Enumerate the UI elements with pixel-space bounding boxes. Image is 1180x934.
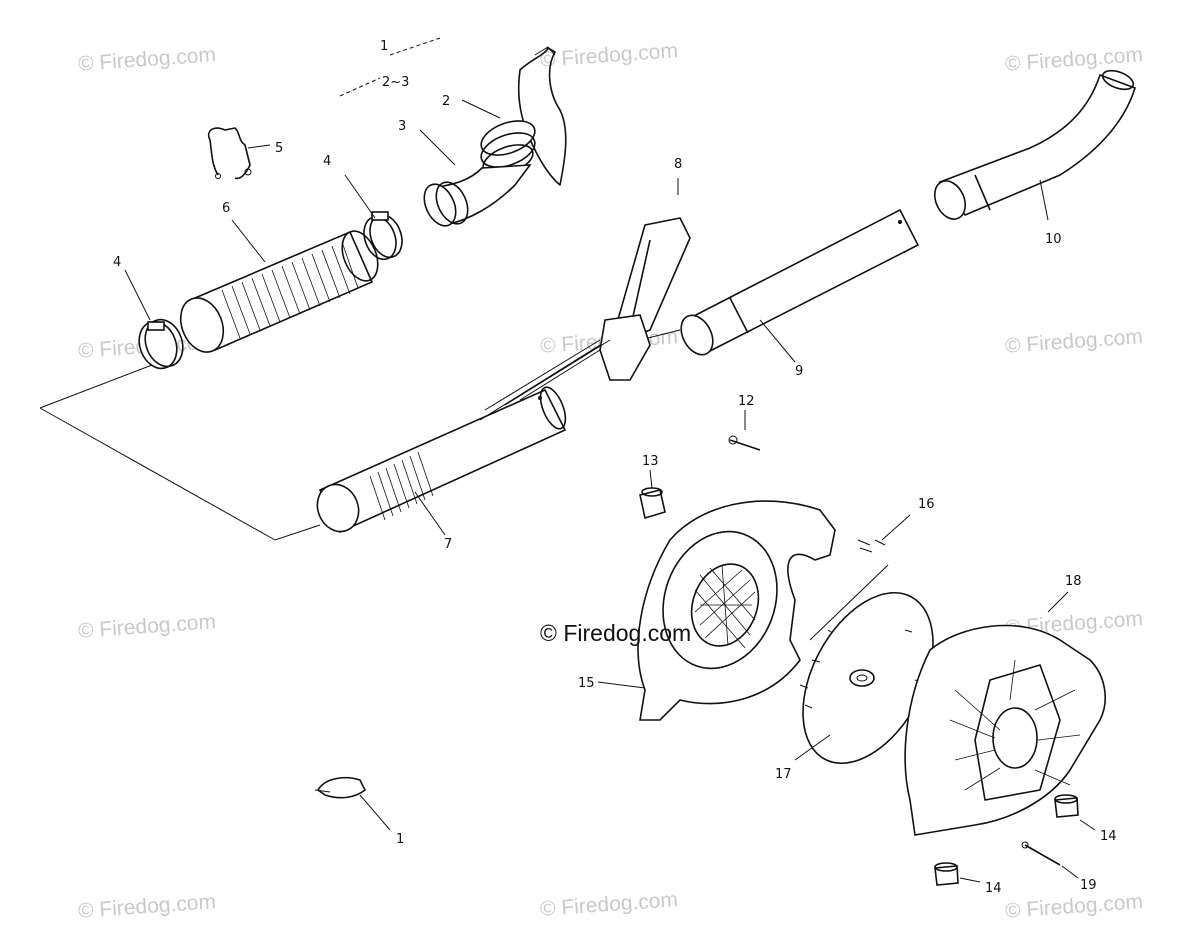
callout-16: 16 <box>918 497 935 512</box>
callout-7: 7 <box>444 537 452 552</box>
leader-2-3 <box>339 77 381 97</box>
leader-1-top <box>389 37 441 56</box>
part-rear-cover-18 <box>904 591 1106 836</box>
part-screw-12 <box>728 410 761 451</box>
callout-4-upper: 4 <box>323 154 331 169</box>
callout-17: 17 <box>775 767 792 782</box>
callout-9: 9 <box>795 364 803 379</box>
part-clamp-4-upper <box>344 174 403 261</box>
part-bushing-13 <box>639 469 666 520</box>
callout-19: 19 <box>1080 878 1097 893</box>
callout-8: 8 <box>674 157 682 172</box>
callout-14-bottom: 14 <box>985 881 1002 896</box>
callout-2: 2 <box>442 94 450 109</box>
callout-15: 15 <box>578 676 595 691</box>
callout-3: 3 <box>398 119 406 134</box>
part-screw-19 <box>1021 841 1079 879</box>
callout-1-bottom: 1 <box>396 832 404 847</box>
part-clamp-4-lower <box>124 269 184 370</box>
part-foot-14-right <box>1054 794 1096 831</box>
callout-13: 13 <box>642 454 659 469</box>
callout-10: 10 <box>1045 232 1062 247</box>
callout-2-3: 2~3 <box>382 75 409 90</box>
callout-18: 18 <box>1065 574 1082 589</box>
assembly-line <box>39 364 321 541</box>
watermark-center: © Firedog.com <box>540 620 692 646</box>
part-handle-8 <box>479 178 691 421</box>
callout-4-lower: 4 <box>113 255 121 270</box>
part-clip-5 <box>207 127 271 180</box>
part-pipe-9 <box>647 208 920 363</box>
part-pipe-7 <box>316 339 601 536</box>
part-flex-hose-6 <box>179 219 379 353</box>
part-plate-1-bottom <box>314 776 391 831</box>
part-nozzle-10 <box>933 69 1136 221</box>
callout-12: 12 <box>738 394 755 409</box>
callout-14-right: 14 <box>1100 829 1117 844</box>
callout-6: 6 <box>222 201 230 216</box>
part-foot-14-bottom <box>934 862 981 886</box>
callout-5: 5 <box>275 141 283 156</box>
part-elbow-top <box>423 46 567 227</box>
callout-1-top: 1 <box>380 39 388 54</box>
part-fan-housing-15 <box>597 500 836 721</box>
